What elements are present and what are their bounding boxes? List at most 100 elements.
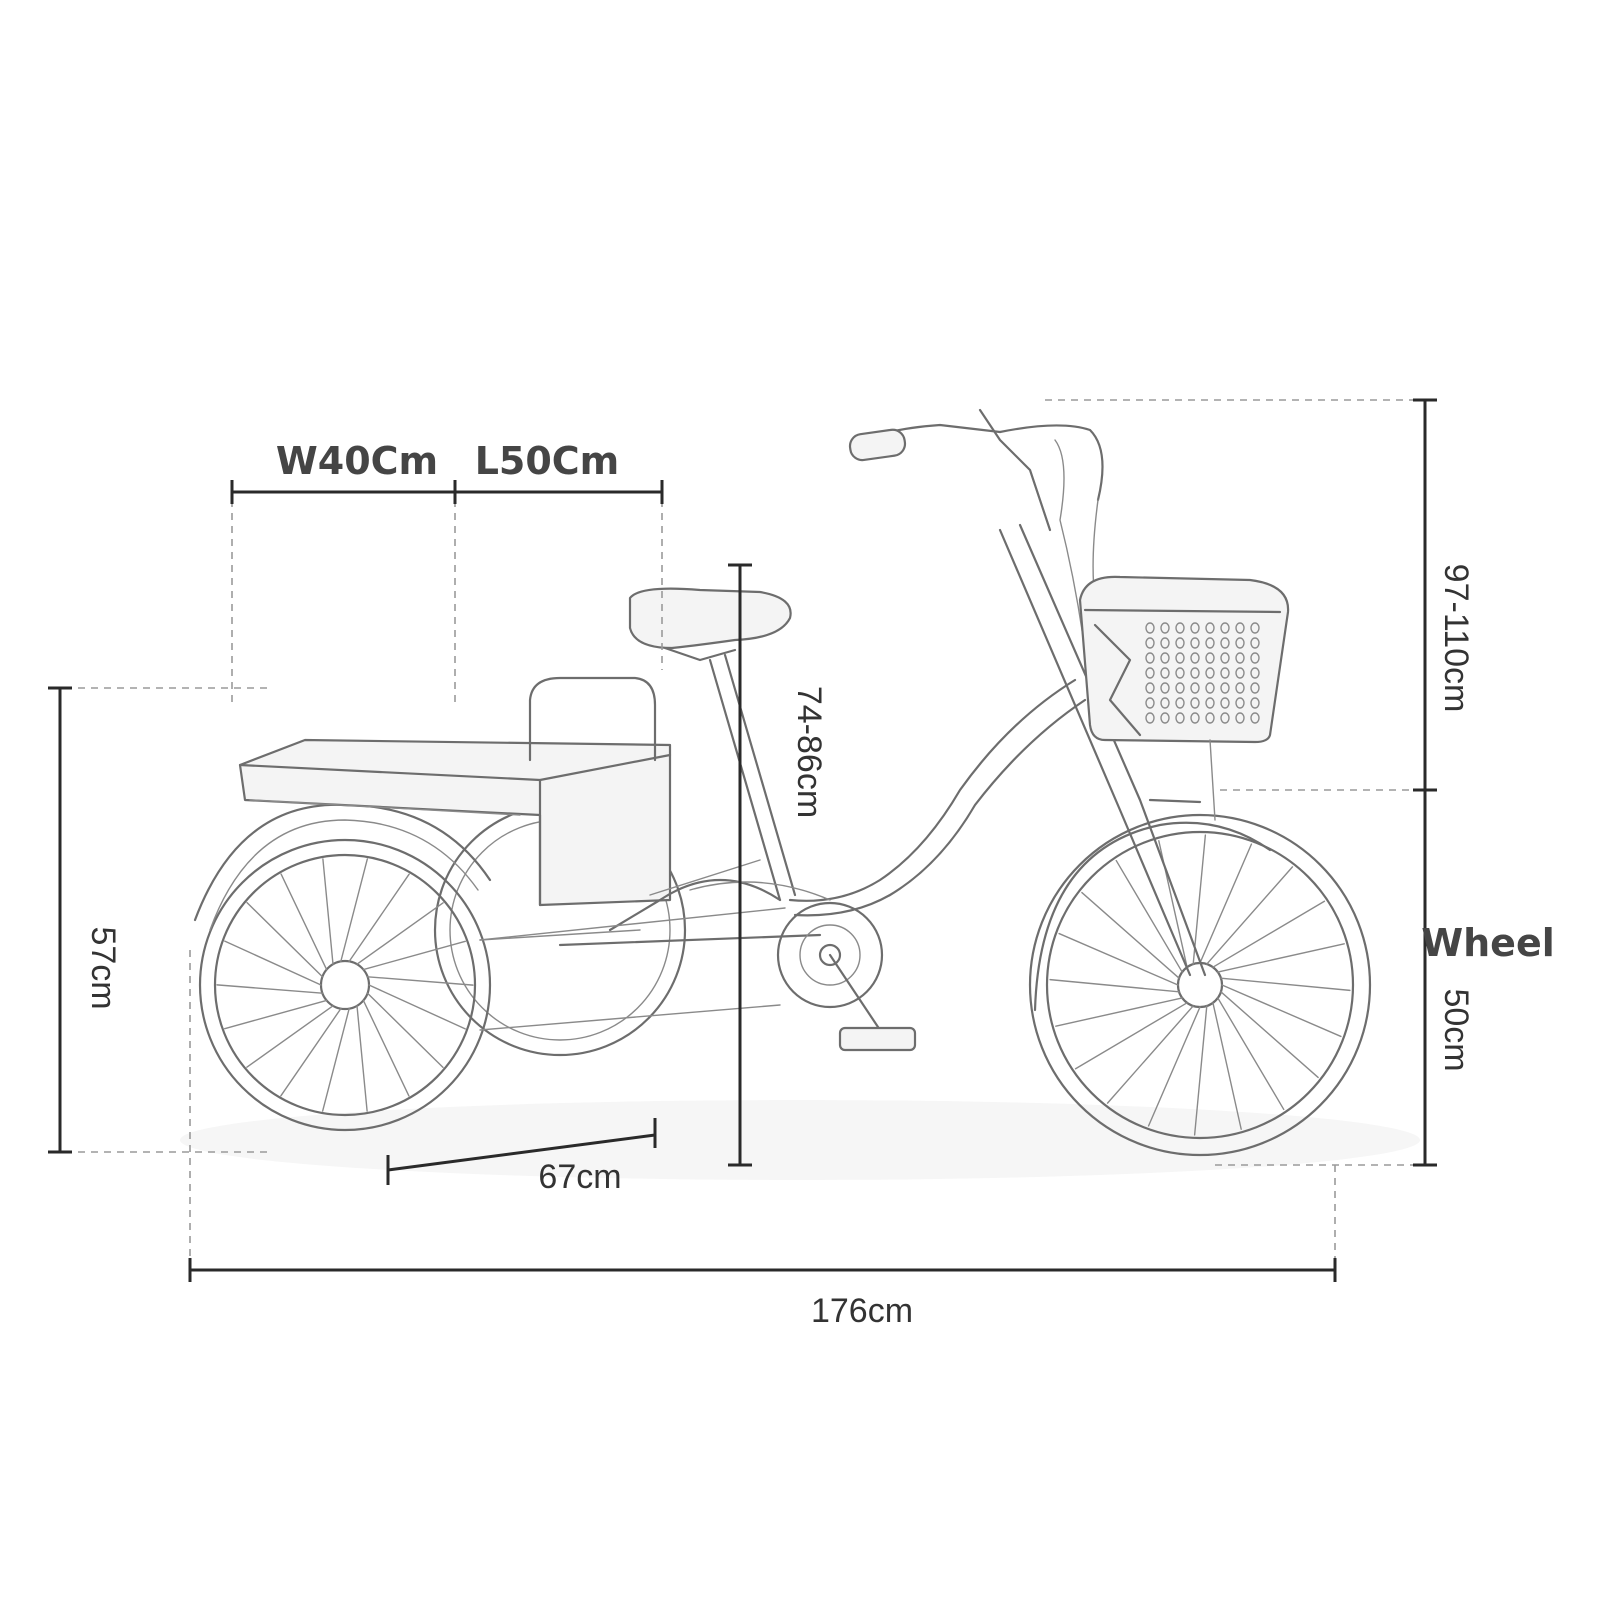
basket-weave-hole: [1190, 682, 1200, 694]
basket-weave-hole: [1235, 682, 1245, 694]
spoke: [1206, 866, 1294, 965]
spoke: [1199, 843, 1253, 964]
spoke: [246, 901, 324, 978]
basket-weave-hole: [1220, 652, 1230, 664]
label-wheel: Wheel: [1421, 921, 1555, 965]
basket-weave-hole: [1250, 712, 1260, 724]
basket-weave-hole: [1250, 637, 1260, 649]
basket-weave-hole: [1145, 667, 1155, 679]
dimension-basket-width: W40Cm: [230, 439, 457, 504]
basket-weave-hole: [1175, 667, 1185, 679]
basket-weave-hole: [1160, 622, 1170, 634]
basket-weave-hole: [1145, 697, 1155, 709]
spoke: [362, 999, 410, 1097]
basket-weave-hole: [1160, 697, 1170, 709]
basket-weave-hole: [1175, 622, 1185, 634]
basket-weave-hole: [1235, 652, 1245, 664]
spoke: [1081, 891, 1180, 979]
rear-wheel: [193, 803, 492, 1132]
spoke: [1217, 943, 1345, 973]
spoke: [216, 984, 324, 994]
spoke: [1049, 978, 1180, 993]
spoke: [1055, 997, 1183, 1027]
basket-weave-hole: [1250, 697, 1260, 709]
basket-weave-hole: [1205, 667, 1215, 679]
front-basket: [1078, 575, 1290, 821]
basket-weave-hole: [1220, 697, 1230, 709]
dimension-overall-length: 176cm: [188, 1258, 1337, 1330]
dimension-basket-length: L50Cm: [455, 439, 664, 504]
spoke: [1212, 1002, 1242, 1130]
spoke: [356, 902, 444, 965]
basket-weave-hole: [1190, 637, 1200, 649]
label-wheel-size: 50cm: [1437, 988, 1475, 1071]
basket-weave-hole: [1205, 637, 1215, 649]
spoke: [368, 984, 466, 1030]
label-basket-width: W40Cm: [276, 439, 438, 483]
spoke: [1192, 834, 1207, 965]
spoke: [1212, 900, 1326, 968]
basket-weave-hole: [1205, 712, 1215, 724]
rear-cargo-basket: [238, 676, 672, 907]
spoke: [1220, 977, 1351, 992]
spoke: [1193, 1005, 1208, 1136]
seat: [628, 587, 792, 662]
basket-weave-hole: [1205, 682, 1215, 694]
spoke: [1147, 1006, 1201, 1127]
basket-weave-hole: [1160, 637, 1170, 649]
basket-weave-hole: [1145, 622, 1155, 634]
spoke: [321, 1007, 350, 1112]
spoke: [348, 873, 410, 963]
dimension-wheel-size: Wheel 50cm: [1413, 790, 1555, 1167]
ground-shadow: [180, 1100, 1420, 1180]
basket-weave-hole: [1145, 652, 1155, 664]
basket-weave-hole: [1175, 637, 1185, 649]
spoke: [1217, 997, 1285, 1111]
spoke: [322, 858, 334, 965]
basket-weave-hole: [1175, 652, 1185, 664]
basket-weave-hole: [1235, 622, 1245, 634]
spoke: [1115, 859, 1183, 973]
spoke: [280, 1007, 342, 1097]
basket-weave-hole: [1175, 697, 1185, 709]
label-wheelbase: 67cm: [538, 1158, 621, 1196]
label-overall-length: 176cm: [811, 1292, 913, 1330]
spoke: [1106, 1005, 1194, 1104]
pedal: [838, 1026, 917, 1052]
spoke: [340, 858, 369, 963]
spoke: [366, 976, 474, 986]
basket-weave-hole: [1205, 622, 1215, 634]
basket-weave-hole: [1235, 637, 1245, 649]
spoke: [223, 999, 328, 1030]
spoke: [280, 873, 328, 971]
basket-weave-hole: [1235, 667, 1245, 679]
drivetrain: [479, 881, 917, 1052]
basket-weave-hole: [1160, 712, 1170, 724]
basket-weave-hole: [1250, 682, 1260, 694]
basket-weave-hole: [1250, 652, 1260, 664]
dimension-wheelbase: 67cm: [386, 1118, 657, 1196]
guide-lines: [65, 399, 1420, 1265]
basket-weave-hole: [1220, 622, 1230, 634]
spoke: [1074, 1002, 1188, 1070]
dimension-seat-height: 74-86cm: [728, 563, 828, 1167]
basket-weave-hole: [1190, 697, 1200, 709]
basket-weave-hole: [1145, 637, 1155, 649]
spoke: [1220, 991, 1319, 1079]
dimension-handlebar-height: 97-110cm: [1413, 398, 1475, 792]
basket-weave-hole: [1205, 652, 1215, 664]
label-handlebar-height: 97-110cm: [1437, 564, 1475, 713]
basket-weave-hole: [1175, 682, 1185, 694]
basket-weave-hole: [1190, 622, 1200, 634]
dimension-rear-height: 57cm: [48, 686, 122, 1154]
basket-weave-hole: [1160, 682, 1170, 694]
label-rear-height: 57cm: [84, 926, 122, 1009]
spoke: [1221, 984, 1342, 1038]
tricycle-illustration: [180, 408, 1420, 1180]
basket-weave-hole: [1235, 712, 1245, 724]
spoke: [366, 992, 444, 1069]
handlebars: [848, 408, 1104, 691]
basket-weave-hole: [1190, 667, 1200, 679]
basket-weave-hole: [1250, 667, 1260, 679]
